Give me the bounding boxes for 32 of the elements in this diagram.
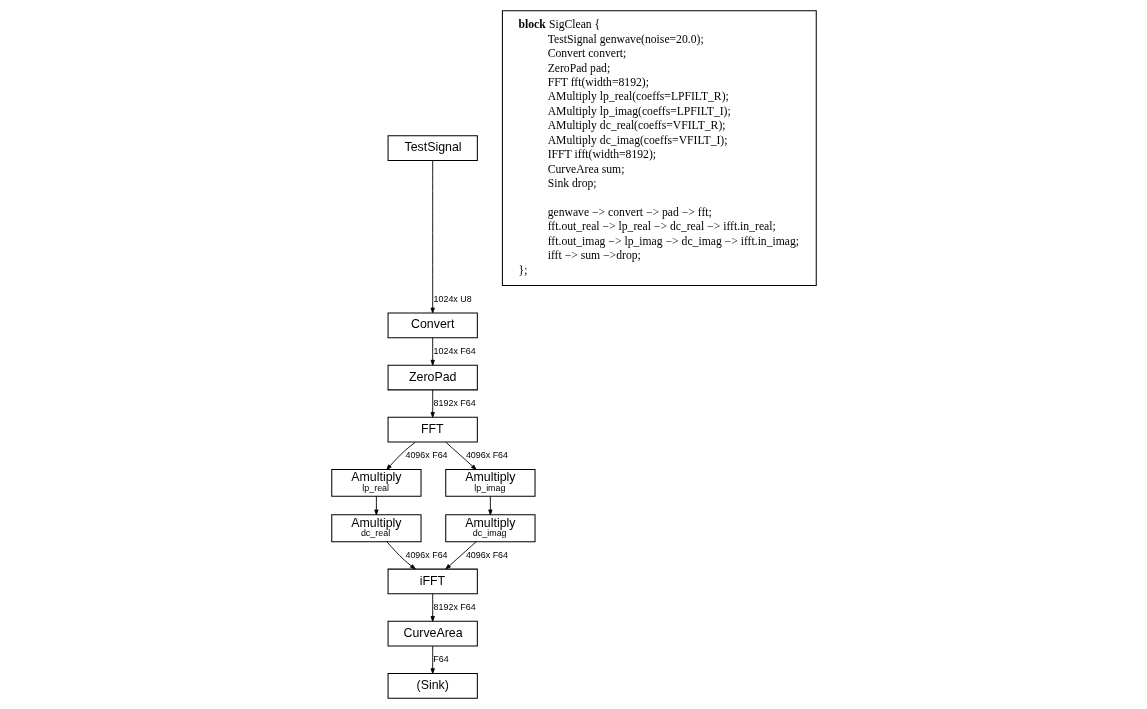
node-box: Convert — [387, 312, 478, 339]
arrow — [385, 541, 416, 570]
edge-label: F64 — [432, 654, 449, 665]
arrow — [430, 160, 435, 314]
edge-label: 1024x U8 — [433, 293, 472, 304]
arrow — [444, 541, 477, 570]
node-box: Amultiply lp_imag — [444, 469, 536, 497]
node-box: Amultiply dc_imag — [444, 514, 536, 543]
arrow — [430, 337, 435, 366]
edge-label: 1024x F64 — [433, 345, 476, 356]
arrow — [373, 495, 378, 516]
node-box: block SigClean { TestSignal genwave(noise=20.0); Convert convert; ZeroPad pad; FFT fft(width=8192); AMultiply lp_real(coeffs=LPFILT_R); AMultiply lp_imag(coeffs=LPFILT_I); AMultiply dc_real(coeffs=VFILT_R); AMultiply dc_imag(coeffs=VFILT_I); IFFT ifft(width=8192); CurveArea sum; Sink drop; genwave −> convert −> pad −> fft; fft.out_real −> lp_real −> dc_real −> ifft.in_real; fft.out_imag −> lp_imag −> dc_imag −> ifft.in_imag; ifft −> sum −>drop; }; — [501, 10, 817, 286]
edge-label: 4096x F64 — [465, 549, 508, 560]
edge-label: 8192x F64 — [433, 601, 476, 612]
node-box: TestSignal — [387, 135, 478, 161]
edge-label: 4096x F64 — [404, 549, 448, 560]
arrow — [430, 645, 435, 674]
arrow — [430, 389, 435, 418]
edge-label: 4096x F64 — [404, 450, 448, 461]
arrow — [430, 593, 435, 622]
edge-label: 4096x F64 — [465, 450, 508, 461]
node-box: FFT — [387, 416, 478, 443]
node-box: iFFT — [387, 568, 478, 595]
node-box: Amultiply lp_real — [330, 469, 422, 497]
edge-label: 8192x F64 — [433, 397, 476, 408]
arrow — [444, 441, 477, 470]
arrow — [385, 441, 416, 470]
node-box: CurveArea — [387, 620, 478, 647]
node-box: Amultiply dc_real — [330, 514, 422, 543]
node-box: ZeroPad — [387, 364, 478, 391]
node-box: (Sink) — [387, 673, 478, 699]
arrow — [487, 495, 492, 516]
